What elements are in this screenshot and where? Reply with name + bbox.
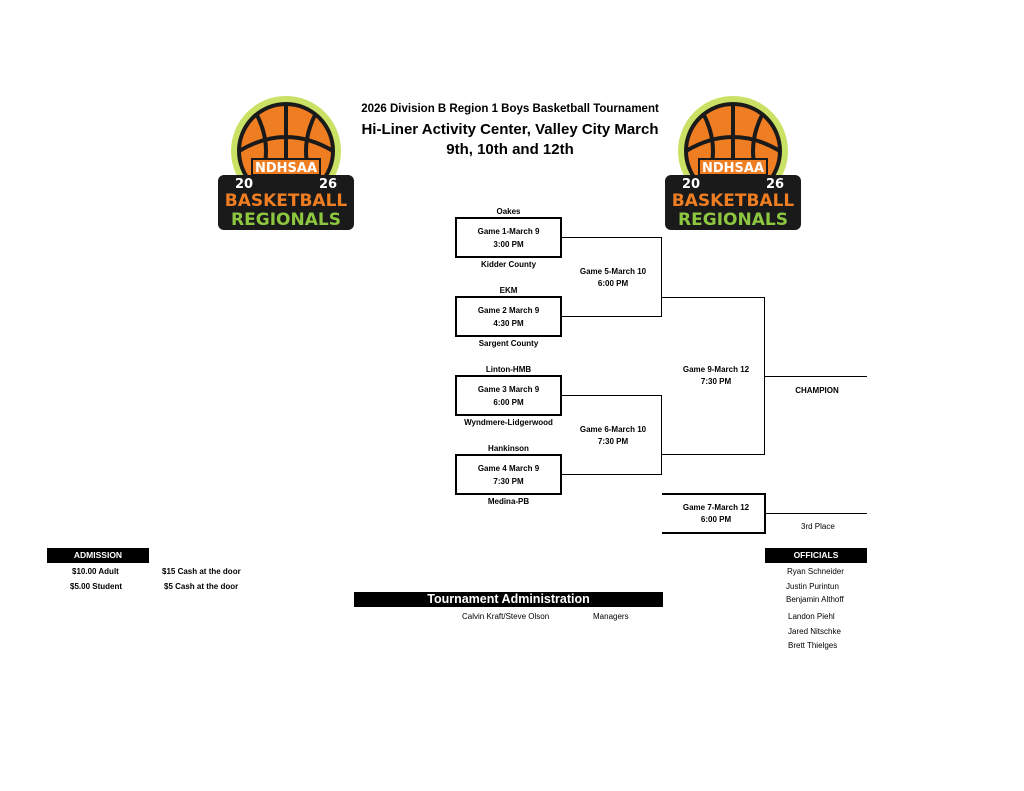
game-7-top-line: [662, 493, 765, 495]
game-7-label: Game 7-March 12 6:00 PM: [661, 502, 771, 526]
team-kidder-county: Kidder County: [480, 260, 537, 269]
team-medina-pb: Medina-PB: [487, 497, 530, 506]
admission-student-door: $5 Cash at the door: [164, 582, 239, 591]
admission-adult-door: $15 Cash at the door: [162, 567, 241, 576]
game-6-time: 7:30 PM: [597, 437, 629, 446]
administration-heading: Tournament Administration: [354, 592, 663, 607]
game-1-box: Game 1-March 9 3:00 PM: [455, 217, 562, 258]
svg-text:NDHSAA: NDHSAA: [255, 161, 317, 176]
game-2-time: 4:30 PM: [493, 318, 524, 328]
svg-text:20: 20: [682, 177, 700, 192]
game-5-label: Game 5-March 10 6:00 PM: [558, 266, 668, 290]
svg-text:NDHSAA: NDHSAA: [702, 161, 764, 176]
third-place-label: 3rd Place: [801, 522, 835, 531]
ndhsaa-logo-right: NDHSAA 20 26 BASKETBALL REGIONALS: [663, 93, 803, 233]
team-hankinson: Hankinson: [488, 444, 529, 453]
official-name: Ryan Schneider: [787, 567, 844, 576]
official-name: Justin Purintun: [786, 582, 839, 591]
bracket-line: [661, 297, 765, 298]
game-6-title: Game 6-March 10: [579, 425, 647, 434]
game-2-title: Game 2 March 9: [477, 305, 540, 315]
svg-text:20: 20: [235, 177, 253, 192]
champion-line: [764, 376, 867, 377]
administration-role: Managers: [593, 612, 629, 621]
game-7-bottom-line: [662, 532, 765, 534]
bracket-line: [562, 474, 662, 475]
ndhsaa-logo-left: NDHSAA 20 26 BASKETBALL REGIONALS: [216, 93, 356, 233]
game-6-label: Game 6-March 10 7:30 PM: [558, 424, 668, 448]
svg-text:REGIONALS: REGIONALS: [678, 210, 788, 230]
admission-student-price: $5.00 Student: [70, 582, 123, 591]
game-4-box: Game 4 March 9 7:30 PM: [455, 454, 562, 495]
bracket-line: [562, 237, 662, 238]
game-3-box: Game 3 March 9 6:00 PM: [455, 375, 562, 416]
dates-text: 9th, 10th and 12th: [446, 141, 574, 158]
team-oakes: Oakes: [496, 207, 521, 216]
administration-names: Calvin Kraft/Steve Olson: [462, 612, 550, 621]
game-3-time: 6:00 PM: [493, 397, 524, 407]
official-name: Landon Piehl: [788, 612, 835, 621]
team-wyndmere-lidgerwood: Wyndmere-Lidgerwood: [464, 418, 553, 427]
svg-text:BASKETBALL: BASKETBALL: [672, 191, 795, 211]
official-name: Brett Thielges: [788, 641, 838, 650]
svg-text:26: 26: [766, 177, 784, 192]
game-5-time: 6:00 PM: [597, 279, 629, 288]
game-1-time: 3:00 PM: [493, 239, 524, 249]
bracket-line: [661, 237, 662, 317]
svg-text:BASKETBALL: BASKETBALL: [225, 191, 348, 211]
bracket-line: [562, 395, 662, 396]
game-9-title: Game 9-March 12: [682, 365, 750, 374]
team-linton-hmb: Linton-HMB: [485, 365, 532, 374]
tournament-title: 2026 Division B Region 1 Boys Basketball…: [361, 103, 659, 115]
game-2-box: Game 2 March 9 4:30 PM: [455, 296, 562, 337]
team-ekm: EKM: [499, 286, 518, 295]
game-3-title: Game 3 March 9: [477, 384, 540, 394]
admission-heading: ADMISSION: [47, 548, 149, 563]
svg-text:26: 26: [319, 177, 337, 192]
officials-heading: OFFICIALS: [765, 548, 867, 563]
official-name: Benjamin Althoff: [786, 595, 844, 604]
game-7-time: 6:00 PM: [700, 515, 732, 524]
champion-label: CHAMPION: [795, 386, 839, 395]
game-5-title: Game 5-March 10: [579, 267, 647, 276]
admission-adult-price: $10.00 Adult: [72, 567, 119, 576]
team-sargent-county: Sargent County: [478, 339, 539, 348]
game-7-title: Game 7-March 12: [682, 503, 750, 512]
game-4-title: Game 4 March 9: [477, 463, 540, 473]
game-4-time: 7:30 PM: [493, 476, 524, 486]
game-1-title: Game 1-March 9: [477, 226, 540, 236]
venue-text: Hi-Liner Activity Center, Valley City Ma…: [361, 121, 659, 138]
venue-line: Hi-Liner Activity Center, Valley City Ma…: [300, 120, 720, 160]
official-name: Jared Nitschke: [788, 627, 841, 636]
third-place-line: [765, 513, 867, 514]
bracket-line: [661, 454, 765, 455]
svg-text:REGIONALS: REGIONALS: [231, 210, 341, 230]
bracket-line: [562, 316, 662, 317]
game-9-label: Game 9-March 12 7:30 PM: [661, 364, 771, 388]
game-9-time: 7:30 PM: [700, 377, 732, 386]
bracket-line: [661, 395, 662, 475]
